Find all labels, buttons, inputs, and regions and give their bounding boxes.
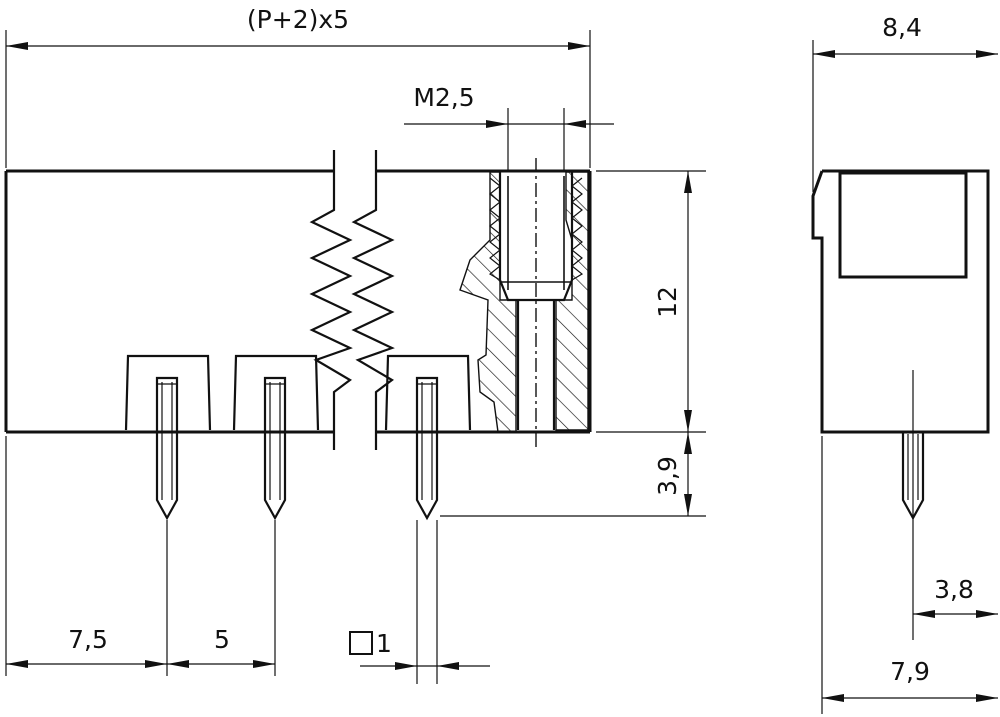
side-pin-offset-label: 3,8 [934,575,974,604]
front-pin-3 [415,376,439,521]
pin-pocket-2 [232,354,320,431]
pitch-label: 5 [214,625,230,654]
screw-section [459,158,589,448]
front-view [4,150,592,521]
height-label: 12 [653,286,682,318]
break-line-left [309,150,353,450]
front-pin-1 [155,376,179,521]
front-pin-2 [263,376,287,521]
overall-width-label: (P+2)x5 [247,5,349,34]
front-dimensions: (P+2)x5 M2,5 12 3,9 7,5 [5,5,706,684]
side-view [811,169,990,640]
pin-length-label: 3,9 [653,456,682,496]
square-symbol-icon [349,631,373,655]
side-pin [901,432,925,521]
side-opening [838,171,968,279]
screw-body [498,172,574,302]
first-pitch-label: 7,5 [68,625,108,654]
side-dimensions: 8,4 3,8 7,9 [812,13,998,714]
pin-pocket-1 [124,354,212,431]
pin-pocket-3 [384,354,472,431]
thread-label: M2,5 [413,83,474,112]
side-depth-label: 7,9 [890,657,930,686]
section-hatch-left [459,171,517,433]
pin-square-label: 1 [376,629,392,658]
break-line-right [351,150,395,450]
side-width-label: 8,4 [882,13,922,42]
